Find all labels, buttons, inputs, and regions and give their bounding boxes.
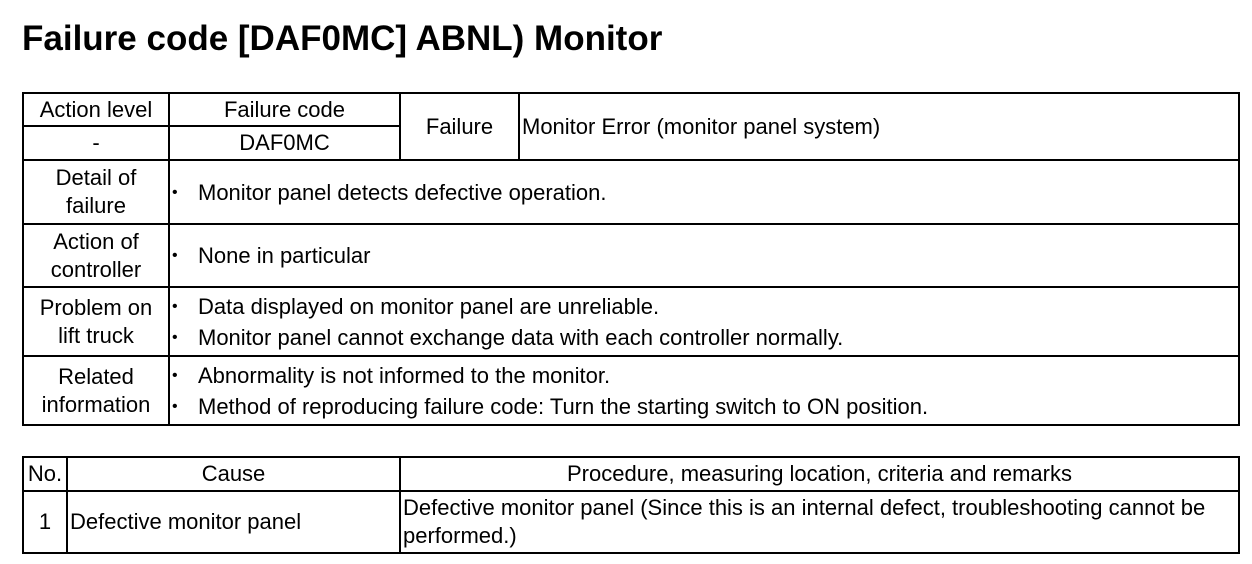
table-row: Problem on lift truck Data displayed on …	[22, 286, 1240, 357]
failure-description: Monitor Error (monitor panel system)	[518, 92, 1240, 161]
action-of-controller-content: None in particular	[168, 223, 1240, 288]
list-item: Abnormality is not informed to the monit…	[172, 360, 1236, 391]
problem-on-lift-truck-content: Data displayed on monitor panel are unre…	[168, 286, 1240, 357]
cause-column-header: Cause	[66, 456, 401, 492]
table-row: Action of controller None in particular	[22, 223, 1240, 288]
table-row: Related information Abnormality is not i…	[22, 355, 1240, 426]
procedure-description: Defective monitor panel (Since this is a…	[399, 490, 1240, 554]
problem-on-lift-truck-label: Problem on lift truck	[22, 286, 170, 357]
table-row: 1 Defective monitor panel Defective moni…	[22, 490, 1240, 554]
cause-number: 1	[22, 490, 68, 554]
cause-description: Defective monitor panel	[66, 490, 401, 554]
table-row: Detail of failure Monitor panel detects …	[22, 159, 1240, 225]
action-level-value: -	[22, 125, 170, 161]
action-of-controller-label: Action of controller	[22, 223, 170, 288]
action-level-header: Action level	[22, 92, 170, 127]
failure-code-header: Failure code	[168, 92, 401, 127]
failure-info-table: Action level Failure code Failure Monito…	[22, 92, 1240, 426]
procedure-column-header: Procedure, measuring location, criteria …	[399, 456, 1240, 492]
failure-header: Failure	[399, 92, 520, 161]
no-column-header: No.	[22, 456, 68, 492]
related-information-content: Abnormality is not informed to the monit…	[168, 355, 1240, 426]
list-item: None in particular	[172, 240, 1236, 271]
list-item: Data displayed on monitor panel are unre…	[172, 291, 1236, 322]
detail-of-failure-label: Detail of failure	[22, 159, 170, 225]
detail-of-failure-content: Monitor panel detects defective operatio…	[168, 159, 1240, 225]
list-item: Method of reproducing failure code: Turn…	[172, 391, 1236, 422]
list-item: Monitor panel cannot exchange data with …	[172, 322, 1236, 353]
related-information-label: Related information	[22, 355, 170, 426]
list-item: Monitor panel detects defective operatio…	[172, 177, 1236, 208]
cause-table: No. Cause Procedure, measuring location,…	[22, 456, 1240, 554]
page-title: Failure code [DAF0MC] ABNL) Monitor	[22, 19, 663, 58]
failure-code-value: DAF0MC	[168, 125, 401, 161]
